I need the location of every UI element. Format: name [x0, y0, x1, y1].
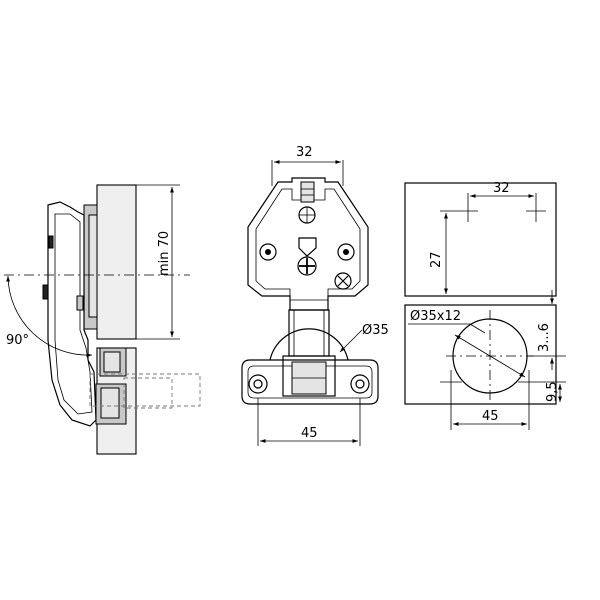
- base-screw-hole-left: [248, 374, 268, 394]
- hinge-cup-body: [282, 355, 336, 397]
- hinge-base-plate-inner: [247, 365, 373, 399]
- side-screw: [334, 272, 352, 290]
- open-door-cup-outline: [123, 377, 173, 409]
- door-panel: [404, 304, 557, 405]
- hinge-arm-cap: [48, 235, 54, 249]
- cabinet-panel-top: [404, 182, 557, 297]
- arm-mount-hole-right: [337, 243, 355, 261]
- hinge-cup-arc: [269, 328, 349, 361]
- screw-spacing-label: 45: [482, 409, 499, 424]
- hole-spacing-label: 32: [493, 181, 510, 196]
- mounting-plate-inner: [88, 214, 98, 318]
- cabinet-side-panel: [96, 184, 137, 340]
- opening-angle-label: 90°: [6, 333, 29, 348]
- hinge-arm-body: [47, 201, 97, 427]
- adjustment-screw-center: [297, 256, 317, 276]
- base-screw-hole-right: [350, 374, 370, 394]
- base-width-label: 45: [301, 426, 318, 441]
- screw-offset-label: 9,5: [545, 381, 560, 402]
- arm-mount-hole-left: [259, 243, 277, 261]
- drilling-template-bottom: Ø35x12 3...6 9,5 45: [404, 290, 566, 430]
- arm-plate-outline: [247, 177, 369, 311]
- cup-diameter-leader: [339, 329, 363, 353]
- arm-arrow-marker: [298, 237, 317, 257]
- cup-bore-label: Ø35x12: [410, 309, 461, 324]
- opening-angle-arc: [6, 275, 93, 358]
- hinge-arm-pin: [42, 284, 49, 300]
- edge-distance-label: 27: [429, 251, 444, 268]
- cup-offset-label: 3...6: [537, 323, 552, 352]
- hinge-arm-slot: [76, 295, 84, 311]
- hinge-arm-inner: [54, 213, 93, 415]
- hinge-base-plate: [241, 359, 379, 405]
- min-height-label: min 70: [157, 231, 172, 276]
- drilling-template-top: 32 27: [404, 181, 557, 297]
- open-door-outline: [89, 373, 201, 407]
- arm-top-slot: [300, 181, 315, 203]
- top-width-label: 32: [296, 145, 313, 160]
- hinge-neck: [288, 309, 330, 357]
- hinge-cup-lower-inner: [100, 387, 120, 419]
- side-view: min 70 90°: [4, 184, 201, 455]
- cup-diameter-label: Ø35: [362, 323, 389, 338]
- hinge-cup-insert: [103, 351, 121, 373]
- front-view: 32: [241, 145, 389, 446]
